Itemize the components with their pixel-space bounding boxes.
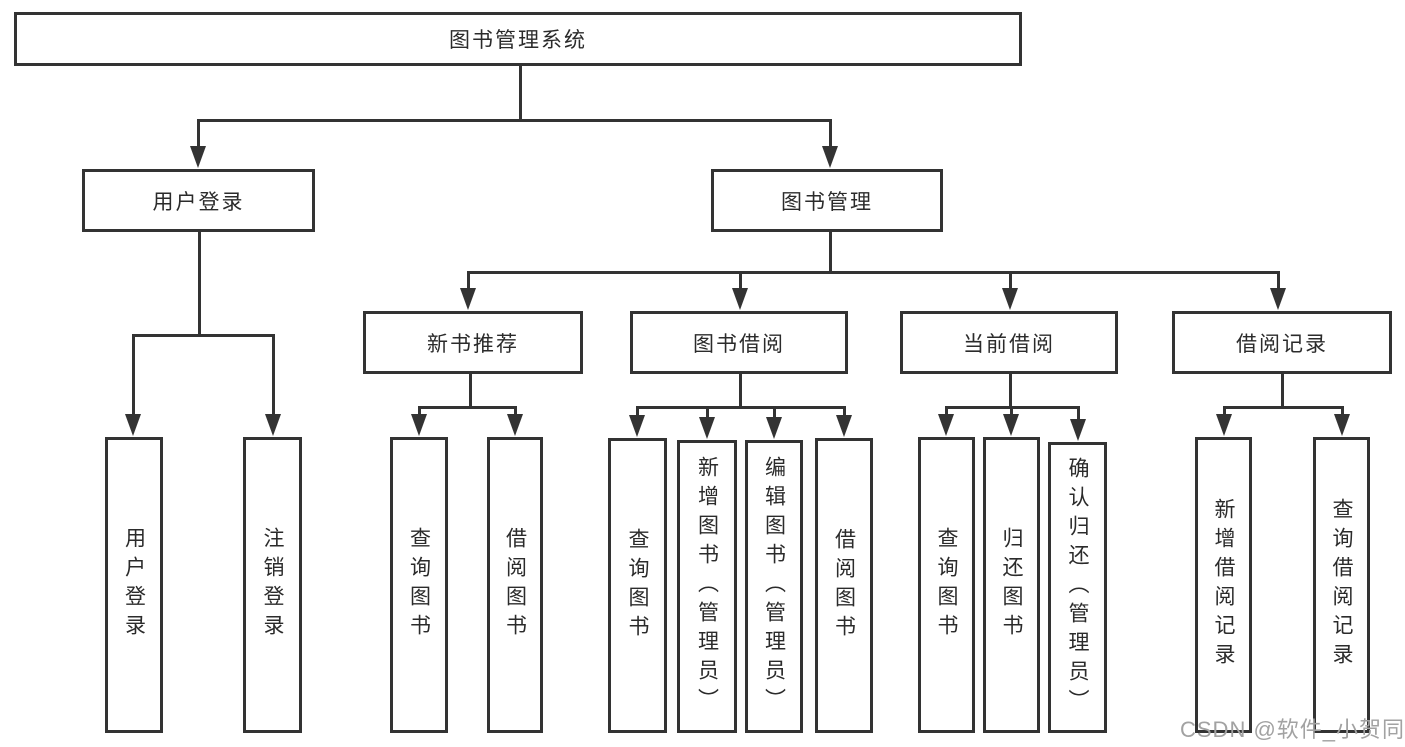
node-label: 图书借阅 bbox=[693, 332, 785, 356]
node-label: 查询借阅记录 bbox=[1330, 498, 1353, 672]
connector-line bbox=[1222, 405, 1344, 409]
node-return-books: 归还图书 bbox=[983, 437, 1040, 733]
node-label: 查询图书 bbox=[626, 527, 649, 644]
arrowhead-icon bbox=[766, 417, 782, 439]
node-label: 查询图书 bbox=[935, 527, 958, 643]
connector-line bbox=[1340, 407, 1344, 416]
arrowhead-icon bbox=[1070, 419, 1086, 441]
connector-line bbox=[1276, 272, 1280, 290]
node-query-borrow-record: 查询借阅记录 bbox=[1313, 437, 1370, 733]
node-add-borrow-record: 新增借阅记录 bbox=[1195, 437, 1252, 733]
connector-line bbox=[1008, 374, 1012, 408]
connector-line bbox=[828, 232, 832, 273]
node-label: 当前借阅 bbox=[963, 332, 1055, 356]
node-label: 借阅记录 bbox=[1236, 332, 1328, 356]
arrowhead-icon bbox=[460, 288, 476, 310]
node-query-books-recommend: 查询图书 bbox=[390, 437, 448, 733]
connector-line bbox=[842, 407, 846, 417]
connector-line bbox=[196, 118, 832, 122]
arrowhead-icon bbox=[1334, 414, 1350, 436]
connector-line bbox=[738, 272, 742, 290]
connector-line bbox=[197, 232, 201, 336]
connector-line bbox=[196, 120, 200, 148]
node-label: 借阅图书 bbox=[832, 527, 856, 644]
connector-line bbox=[1076, 407, 1080, 421]
node-label: 用户登录 bbox=[122, 527, 146, 643]
arrowhead-icon bbox=[411, 414, 427, 436]
connector-line bbox=[466, 272, 470, 290]
connector-line bbox=[1008, 272, 1012, 290]
connector-line bbox=[1009, 407, 1013, 416]
connector-line bbox=[131, 333, 275, 337]
arrowhead-icon bbox=[1270, 288, 1286, 310]
connector-line bbox=[513, 407, 517, 416]
connector-line bbox=[417, 405, 517, 409]
connector-line bbox=[738, 374, 742, 408]
arrowhead-icon bbox=[1003, 414, 1019, 436]
node-label: 确认归还（管理员） bbox=[1066, 457, 1089, 718]
node-label: 借阅图书 bbox=[503, 527, 527, 643]
node-label: 归还图书 bbox=[1000, 527, 1023, 643]
node-label: 新增借阅记录 bbox=[1212, 498, 1235, 672]
arrowhead-icon bbox=[507, 414, 523, 436]
node-borrowing-records: 借阅记录 bbox=[1172, 311, 1392, 374]
node-label: 注销登录 bbox=[261, 527, 284, 643]
connector-line bbox=[635, 405, 846, 409]
connector-line bbox=[518, 65, 522, 121]
connector-line bbox=[466, 270, 1280, 274]
connector-line bbox=[705, 407, 709, 419]
connector-line bbox=[468, 374, 472, 408]
node-label: 新增图书（管理员） bbox=[695, 456, 719, 717]
connector-line bbox=[1222, 407, 1226, 416]
node-query-books-current: 查询图书 bbox=[918, 437, 975, 733]
watermark: CSDN @软件_小贺同学 bbox=[1180, 717, 1405, 742]
node-book-management: 图书管理 bbox=[711, 169, 943, 232]
connector-line bbox=[772, 407, 776, 419]
node-label: 图书管理系统 bbox=[449, 29, 587, 52]
arrowhead-icon bbox=[1216, 414, 1232, 436]
node-new-book-recommend: 新书推荐 bbox=[363, 311, 583, 374]
node-add-books-admin: 新增图书（管理员） bbox=[677, 440, 737, 733]
node-root: 图书管理系统 bbox=[14, 12, 1022, 66]
arrowhead-icon bbox=[1002, 288, 1018, 310]
node-current-borrowing: 当前借阅 bbox=[900, 311, 1118, 374]
arrowhead-icon bbox=[629, 415, 645, 437]
arrowhead-icon bbox=[938, 414, 954, 436]
node-confirm-return-admin: 确认归还（管理员） bbox=[1048, 442, 1107, 733]
node-label: 编辑图书（管理员） bbox=[762, 456, 786, 717]
arrowhead-icon bbox=[265, 414, 281, 436]
arrowhead-icon bbox=[125, 414, 141, 436]
node-edit-books-admin: 编辑图书（管理员） bbox=[745, 440, 803, 733]
node-borrow-books-recommend: 借阅图书 bbox=[487, 437, 543, 733]
node-label: 图书管理 bbox=[781, 190, 873, 214]
node-label: 用户登录 bbox=[152, 190, 245, 214]
connector-line bbox=[635, 407, 639, 417]
arrowhead-icon bbox=[822, 146, 838, 168]
connector-line bbox=[944, 407, 948, 416]
node-query-books-borrowing: 查询图书 bbox=[608, 438, 667, 733]
connector-line bbox=[417, 407, 421, 416]
node-book-borrowing: 图书借阅 bbox=[630, 311, 848, 374]
connector-line bbox=[131, 335, 135, 416]
node-user-login-leaf: 用户登录 bbox=[105, 437, 163, 733]
node-logout: 注销登录 bbox=[243, 437, 302, 733]
connector-line bbox=[828, 120, 832, 148]
arrowhead-icon bbox=[732, 288, 748, 310]
node-borrow-books-borrowing: 借阅图书 bbox=[815, 438, 873, 733]
arrowhead-icon bbox=[190, 146, 206, 168]
arrowhead-icon bbox=[699, 417, 715, 439]
node-label: 查询图书 bbox=[407, 527, 431, 643]
node-label: 新书推荐 bbox=[427, 332, 519, 356]
connector-line bbox=[271, 335, 275, 416]
arrowhead-icon bbox=[836, 415, 852, 437]
node-user-login: 用户登录 bbox=[82, 169, 315, 232]
connector-line bbox=[1280, 374, 1284, 408]
